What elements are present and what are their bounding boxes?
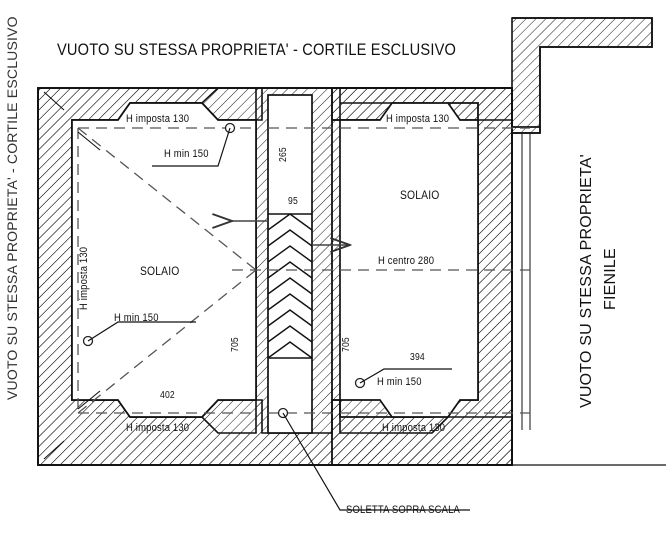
leader-lines <box>87 127 470 511</box>
dim-right-705: 705 <box>341 337 352 352</box>
tick-inner-tl <box>77 131 101 151</box>
label-h-imposta-top-left: H imposta 130 <box>126 113 190 125</box>
stair-shaft-interior <box>268 95 312 433</box>
leader-bottom-right <box>359 368 452 384</box>
label-h-imposta-top-right: H imposta 130 <box>386 113 450 125</box>
callout-soletta-sopra-scala: SOLETTA SOPRA SCALA <box>346 504 461 516</box>
dim-left-402: 402 <box>160 390 175 401</box>
stair-chevron-3 <box>267 245 313 263</box>
stair-chevron-7 <box>267 309 313 327</box>
label-h-min-top-left: H min 150 <box>164 148 209 160</box>
corner-ticks <box>43 91 101 460</box>
room-left-interior <box>72 120 256 400</box>
room-label-right: SOLAIO <box>400 188 440 202</box>
room-left-niche-topA <box>118 103 218 120</box>
stair-chevron-6 <box>267 293 313 311</box>
stair-chevron-4 <box>267 261 313 279</box>
dim-stair-95: 95 <box>288 196 298 207</box>
stair-direction-arrows <box>232 221 350 245</box>
label-h-imposta-left-wall: H imposta 130 <box>78 246 90 310</box>
room-right-niche-top <box>380 103 460 120</box>
wing-outline <box>512 17 653 134</box>
stair-chevron-5 <box>267 277 313 295</box>
dash-left-ridge2 <box>77 269 257 414</box>
room-left-niche-botA <box>118 400 218 417</box>
room-label-left: SOLAIO <box>140 264 180 278</box>
dim-stair-265: 265 <box>278 147 289 162</box>
tick-inner-bl <box>77 390 101 410</box>
wall-topright-wing <box>511 17 653 128</box>
dash-left-ridge <box>77 127 257 271</box>
room-right-niche-bot <box>380 400 460 417</box>
tick-tl <box>43 91 65 111</box>
label-h-min-bottom-left: H min 150 <box>114 312 159 324</box>
dim-right-394: 394 <box>410 352 425 363</box>
stair-treads <box>267 213 313 359</box>
leader-top-left <box>152 127 231 167</box>
room-right-interior <box>340 120 478 400</box>
wall-outlines <box>37 17 666 466</box>
label-h-min-bottom-right: H min 150 <box>377 376 422 388</box>
stair-shaft-outline <box>267 94 313 434</box>
plan-title: VUOTO SU STESSA PROPRIETA' - CORTILE ESC… <box>57 40 457 59</box>
side-label-right-line2: FIENILE <box>602 248 619 310</box>
right-jamb-lines <box>521 133 531 430</box>
stair-chevron-9 <box>267 341 313 359</box>
right-room-inner-edge <box>339 102 479 418</box>
tick-bl <box>43 440 65 460</box>
label-h-imposta-bottom-right: H imposta 130 <box>382 422 446 434</box>
label-h-centro-right: H centro 280 <box>378 255 435 267</box>
label-h-imposta-bottom-left: H imposta 130 <box>126 422 190 434</box>
leader-stair-callout <box>282 412 470 511</box>
stair-chevron-8 <box>267 325 313 343</box>
leader-bottom-left <box>87 321 196 342</box>
left-room-inner-edge <box>71 102 257 418</box>
dim-left-705: 705 <box>230 337 241 352</box>
side-label-right-line1: VUOTO SU STESSA PROPRIETA' <box>578 154 595 408</box>
room-interiors <box>72 95 478 433</box>
stair-chevron-2 <box>267 229 313 247</box>
side-label-left: VUOTO SU STESSA PROPRIETA' - CORTILE ESC… <box>4 16 20 400</box>
outer-boundary <box>37 87 513 466</box>
